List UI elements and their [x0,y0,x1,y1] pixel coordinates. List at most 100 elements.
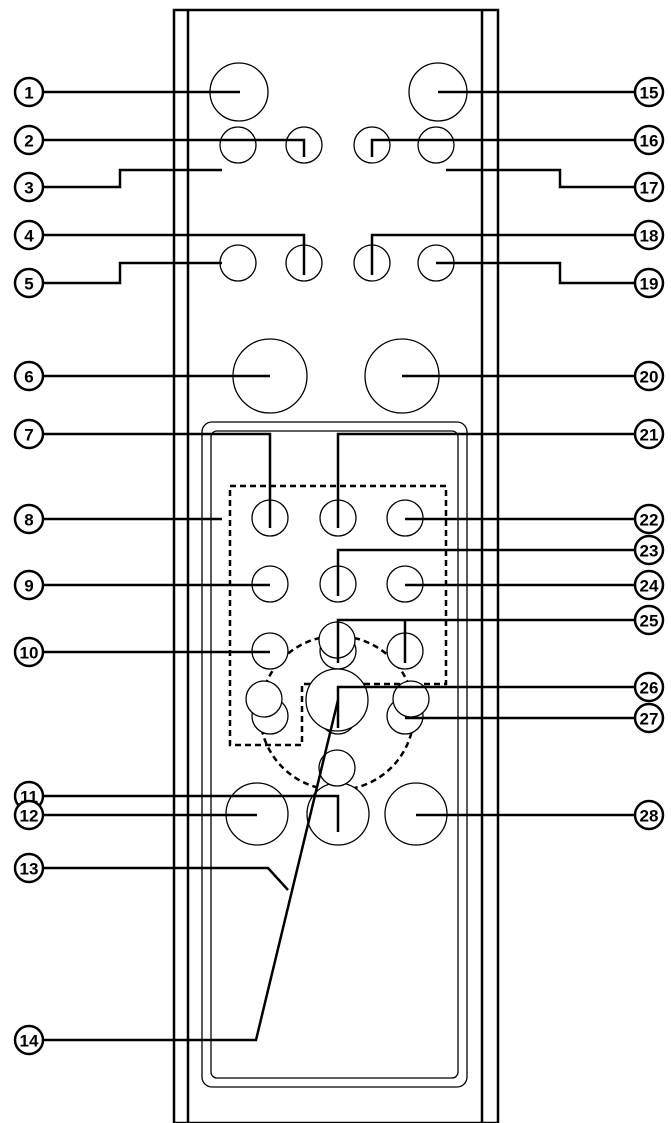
leader-line-21 [336,432,635,528]
callout-circle [633,267,665,299]
callout-circle [633,124,665,156]
leader-line-11 [43,794,340,832]
callout-15: 15 [633,76,665,108]
numeric-keypad-outline [228,484,448,747]
callout-circle [13,124,45,156]
callout-number: 20 [640,368,659,387]
callout-number: 3 [24,179,33,198]
callout-number: 24 [640,577,659,596]
callout-18: 18 [633,219,665,251]
callout-circle [633,171,665,203]
leader-line-16 [370,138,635,157]
callout-circle [13,171,45,203]
leader-line-3 [43,168,222,189]
remote-outline [172,8,500,1123]
leader-line-7 [43,432,272,528]
callout-number: 4 [24,227,34,246]
callout-number: 9 [24,577,33,596]
callout-number: 16 [640,132,659,151]
callout-17: 17 [633,171,665,203]
callout-number: 6 [24,368,33,387]
callout-number: 28 [640,807,659,826]
leaders-layer [43,90,635,1042]
callout-circle [13,76,45,108]
callout-28: 28 [633,799,665,831]
callout-23: 23 [633,534,665,566]
leader-line-17 [446,168,635,189]
leader-line-13 [43,866,289,891]
callout-circle [13,418,45,450]
callout-number: 5 [24,275,33,294]
callout-27: 27 [633,702,665,734]
callout-circle [13,1024,45,1056]
callout-20: 20 [633,360,665,392]
callout-4: 4 [13,219,45,251]
callout-25: 25 [633,604,665,636]
leader-line-2 [43,138,306,157]
callout-circle [633,604,665,636]
callout-circle [633,503,665,535]
callout-5: 5 [13,267,45,299]
callout-circle [13,503,45,535]
leader-line-18 [370,233,635,275]
callout-number: 2 [24,132,33,151]
callout-circle [633,76,665,108]
row1-left-outer-button[interactable] [219,126,257,164]
callout-22: 22 [633,503,665,535]
callout-number: 18 [640,227,659,246]
callout-2: 2 [13,124,45,156]
callout-number: 27 [640,710,659,729]
callout-circle [13,219,45,251]
callout-circle [633,671,665,703]
leader-line-26 [336,685,635,728]
leader-line-25 [336,618,635,663]
callout-circle [633,360,665,392]
callout-circle [13,360,45,392]
callout-circle [13,267,45,299]
callout-number: 8 [24,511,33,530]
callout-number: 21 [640,426,659,445]
nav-left-button[interactable] [245,680,283,718]
callout-circle [633,418,665,450]
row2-left-outer-button[interactable] [219,244,257,282]
callout-number: 10 [20,644,39,663]
callout-number: 25 [640,612,659,631]
callout-number: 1 [24,84,33,103]
remote-body [172,8,500,1123]
callout-7: 7 [13,418,45,450]
callout-circle [633,569,665,601]
leader-line-5 [43,261,222,285]
nav-down-button[interactable] [318,749,356,787]
callout-number: 22 [640,511,659,530]
callout-19: 19 [633,267,665,299]
callout-circle [633,799,665,831]
callout-number: 12 [20,807,39,826]
row1-right-outer-button[interactable] [417,126,455,164]
callout-14: 14 [13,1024,45,1056]
callout-16: 16 [633,124,665,156]
callout-number: 13 [20,860,39,879]
callout-number: 19 [640,275,659,294]
callout-13: 13 [13,852,45,884]
callout-12: 12 [13,799,45,831]
callout-circle [633,534,665,566]
leader-line-14 [43,699,340,1042]
callout-24: 24 [633,569,665,601]
callout-circle [13,799,45,831]
leader-line-23 [336,548,635,596]
callout-26: 26 [633,671,665,703]
badges-layer: 1234567891011121314151617181920212223242… [13,76,665,1056]
callout-21: 21 [633,418,665,450]
lower-panel [201,421,468,1088]
callout-9: 9 [13,569,45,601]
callout-circle [13,852,45,884]
callout-number: 7 [24,426,33,445]
callout-number: 23 [640,542,659,561]
callout-circle [13,569,45,601]
lower-panel-inner [210,430,459,1079]
lower-panel-outer [201,421,468,1088]
callout-circle [13,636,45,668]
callout-1: 1 [13,76,45,108]
leader-line-4 [43,233,306,275]
